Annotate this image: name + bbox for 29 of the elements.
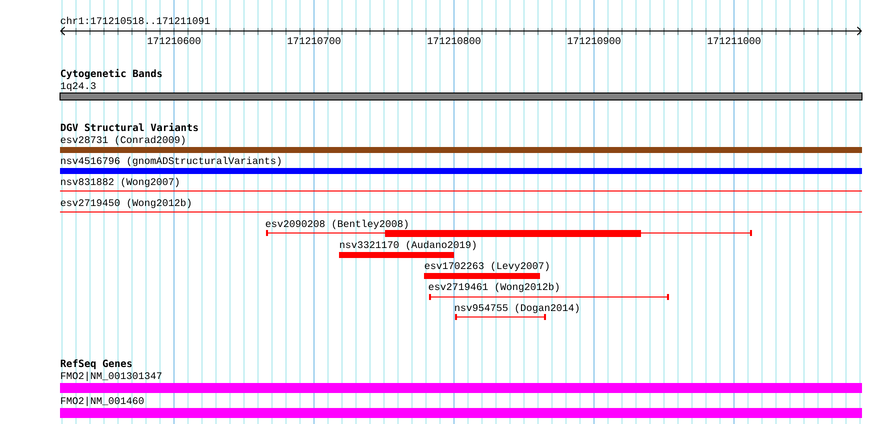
node-label: FMO2|NM_001460 (61, 396, 144, 406)
variant-track: nsv831882 (Wong2007) (60, 178, 862, 192)
tick-label: 171211000 (708, 37, 760, 44)
node-label: esv28731 (Conrad2009) (60, 136, 185, 146)
variant-track: esv2719450 (Wong2012b) (60, 198, 862, 212)
variant-track: esv2719461 (Wong2012b) (428, 282, 669, 300)
gene-track: FMO2|NM_001301347 (60, 372, 862, 393)
track-heading: RefSeq Genes (60, 359, 132, 370)
node-label: esv2090208 (Bentley2008) (266, 220, 408, 230)
node-label: nsv3321170 (Audano2019) (340, 240, 476, 250)
variant-track: nsv4516796 (gnomADStructuralVariants) (60, 156, 862, 174)
cytoband-track: 1q24.3 (60, 82, 862, 100)
tick-label: 171210800 (428, 37, 480, 44)
variant-track: nsv954755 (Dogan2014) (455, 304, 579, 320)
node-label: 1q24.3 (60, 82, 96, 92)
variant-track: esv2090208 (Bentley2008) (266, 220, 752, 237)
ruler-label: chr1:171210518..171211091 (60, 16, 210, 24)
variant-track: nsv3321170 (Audano2019) (339, 240, 476, 258)
track-heading: DGV Structural Variants (60, 122, 198, 132)
node-label: FMO2|NM_001301347 (61, 372, 162, 382)
tick-label: 171210600 (148, 37, 200, 44)
node-label: nsv4516796 (gnomADStructuralVariants) (61, 156, 281, 166)
variant-track: esv1702263 (Levy2007) (424, 262, 549, 279)
tick-label: 171210700 (288, 37, 340, 44)
node-label: esv1702263 (Levy2007) (424, 262, 549, 272)
gene-track: FMO2|NM_001460 (60, 396, 862, 418)
variant-track: esv28731 (Conrad2009) (60, 136, 862, 153)
tick-label: 171210900 (568, 37, 620, 44)
track-heading: Cytogenetic Bands (60, 68, 162, 80)
